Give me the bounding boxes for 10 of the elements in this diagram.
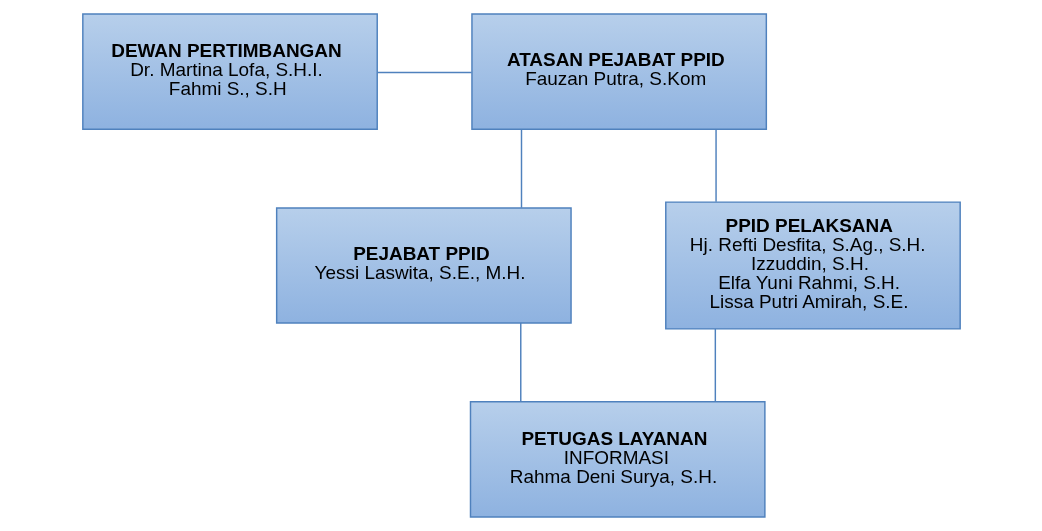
node-box: PEJABAT PPID Yessi Laswita, S.E., M.H. — [275, 207, 572, 324]
node-box: ATASAN PEJABAT PPID Fauzan Putra, S.Kom — [470, 13, 767, 130]
connector — [714, 128, 717, 203]
node-box: DEWAN PERTIMBANGAN Dr. Martina Lofa, S.H.I. Fahmi S., S.H — [81, 13, 378, 130]
connector — [520, 128, 522, 209]
connector — [376, 71, 472, 74]
connector — [714, 328, 716, 403]
node-box: PPID PELAKSANA Hj. Refti Desfita, S.Ag., S.H. Izzuddin, S.H. Elfa Yuni Rahmi, S.H. Lissa Putri Amirah, S.E. — [664, 201, 961, 330]
node-box: PETUGAS LAYANAN INFORMASI Rahma Deni Surya, S.H. — [469, 401, 766, 518]
connector — [519, 322, 521, 403]
